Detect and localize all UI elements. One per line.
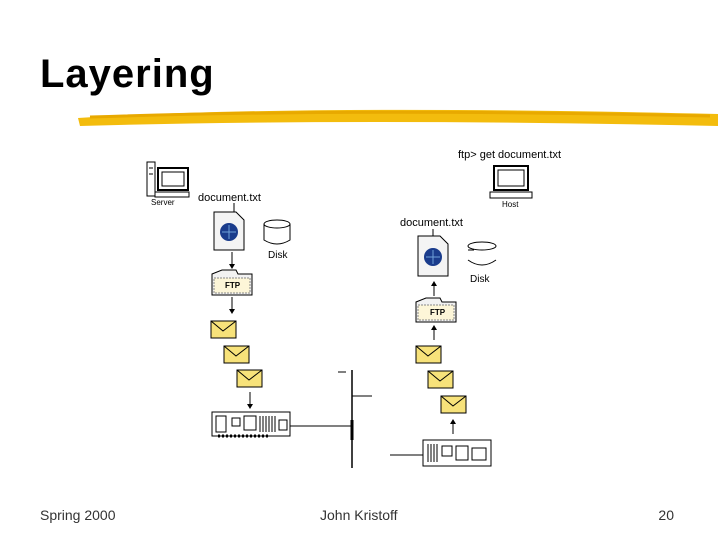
title-underline (78, 109, 718, 126)
right-document-icon (417, 235, 449, 277)
left-network-card-icon (211, 411, 291, 438)
command-text: ftp> get document.txt (458, 149, 561, 161)
server-label: Server (151, 198, 175, 207)
left-ftp-folder-icon (211, 269, 253, 296)
envelope-icon (223, 345, 250, 364)
envelope-icon (210, 320, 237, 339)
server-computer-icon (146, 161, 190, 198)
slide-title: Layering (40, 52, 215, 96)
footer-author: John Kristoff (320, 507, 398, 523)
left-disk-label: Disk (268, 250, 288, 261)
envelope-icon (440, 395, 467, 414)
host-computer-icon (489, 165, 533, 199)
right-network-card-icon (422, 439, 492, 467)
right-ftp-folder-icon (415, 297, 457, 323)
footer-page-number: 20 (658, 507, 674, 523)
envelope-icon (427, 370, 454, 389)
left-disk-icon (263, 219, 291, 245)
left-ftp-label: FTP (225, 281, 241, 290)
envelope-icon (415, 345, 442, 364)
host-label: Host (502, 200, 519, 209)
right-disk-icon (467, 241, 497, 266)
left-document-icon (213, 211, 245, 251)
right-disk-label: Disk (470, 274, 490, 285)
right-file-label: document.txt (400, 217, 463, 229)
right-ftp-label: FTP (430, 308, 446, 317)
envelope-icon (236, 369, 263, 388)
footer-date: Spring 2000 (40, 507, 116, 523)
layering-diagram: Server document.txt Disk FTP (146, 149, 561, 468)
left-file-label: document.txt (198, 192, 261, 204)
